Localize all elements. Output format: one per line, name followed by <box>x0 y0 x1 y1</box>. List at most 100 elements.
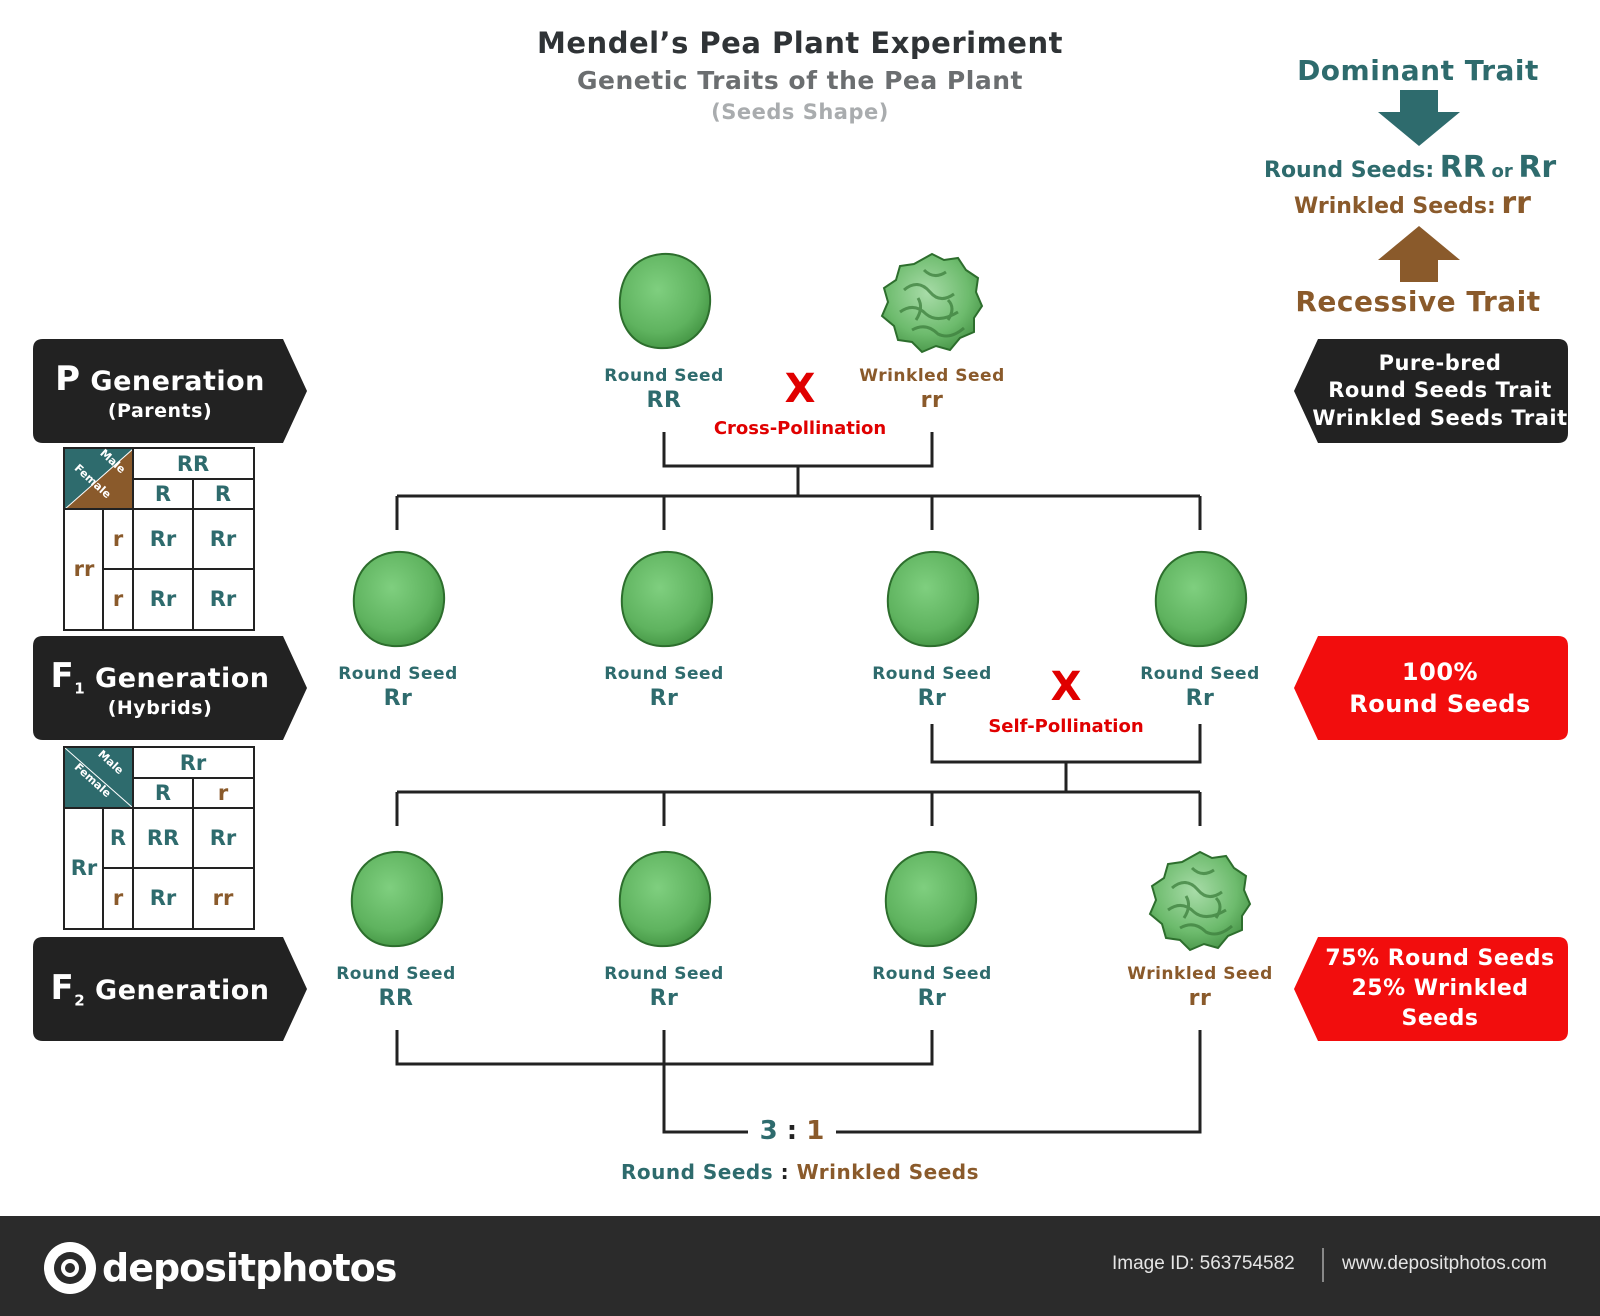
legend-or-text: or <box>1491 161 1513 182</box>
camera-logo-icon <box>44 1242 96 1294</box>
p-generation-title: Generation <box>90 366 265 398</box>
legend-wrinkled-label: Wrinkled Seeds: <box>1294 194 1496 219</box>
punnett-f1-male-genotype: Rr <box>179 751 207 775</box>
seed-name: Wrinkled Seed <box>859 366 1005 386</box>
ratio-legend-separator: : <box>780 1160 790 1184</box>
seed-genotype: Rr <box>383 686 413 711</box>
f1-result-badge: 100% Round Seeds <box>1294 636 1568 740</box>
ratio-separator: : <box>786 1116 798 1146</box>
seed-genotype: rr <box>920 388 944 413</box>
p-seed-2-label: Wrinkled Seed rr <box>852 366 1012 413</box>
f1-generation-badge: F1 Generation (Hybrids) <box>33 636 307 740</box>
p-result-line1: Pure-bred <box>1378 351 1502 376</box>
seed-name: Round Seed <box>336 964 456 984</box>
f2-seed-1-label: Round Seed RR <box>316 964 476 1011</box>
footer-bar <box>0 1216 1600 1316</box>
seed-name: Round Seed <box>604 366 724 386</box>
round-seed-icon <box>352 550 446 648</box>
f2-result-line2: 25% Wrinkled Seeds <box>1351 976 1529 1031</box>
f1-seed-1-label: Round Seed Rr <box>318 664 478 711</box>
f1-seed-4-label: Round Seed Rr <box>1120 664 1280 711</box>
seed-name: Wrinkled Seed <box>1127 964 1273 984</box>
punnett-square-p: Male Female RR R R rr r r Rr Rr Rr Rr <box>63 446 255 631</box>
round-seed-icon <box>884 850 978 948</box>
self-x-icon: X <box>1050 664 1082 710</box>
punnett-p-cell: Rr <box>149 587 177 611</box>
round-seed-icon <box>620 550 714 648</box>
cross-x-icon: X <box>784 366 816 412</box>
f1-subscript: 1 <box>74 679 86 698</box>
seed-name: Round Seed <box>604 964 724 984</box>
self-pollination-label: Self-Pollination <box>988 716 1144 737</box>
p-letter: P <box>55 359 81 400</box>
punnett-f1-cell: RR <box>146 826 180 850</box>
page-subsubtitle: (Seeds Shape) <box>711 100 889 124</box>
round-seed-icon <box>1154 550 1248 648</box>
seed-genotype: Rr <box>649 986 679 1011</box>
cross-pollination-label: Cross-Pollination <box>713 418 887 439</box>
punnett-f1-female-allele-2: r <box>112 886 124 910</box>
f1-generation-caption: (Hybrids) <box>107 697 213 720</box>
seed-name: Round Seed <box>872 964 992 984</box>
f2-letter: F <box>50 968 75 1009</box>
punnett-p-cell: Rr <box>149 527 177 551</box>
punnett-p-female-allele-1: r <box>112 527 124 551</box>
punnett-f1-female-allele-1: R <box>109 826 127 850</box>
punnett-p-male-allele-2: R <box>214 482 232 506</box>
page-title: Mendel’s Pea Plant Experiment <box>537 26 1063 60</box>
seed-name: Round Seed <box>1140 664 1260 684</box>
down-arrow-icon <box>1378 90 1460 146</box>
up-arrow-icon <box>1378 226 1460 282</box>
round-seed-icon <box>618 850 712 948</box>
f2-result-line1: 75% Round Seeds <box>1325 946 1555 972</box>
punnett-p-male-genotype: RR <box>176 452 210 476</box>
punnett-f1-cell: Rr <box>209 826 237 850</box>
round-seed-icon <box>618 252 712 350</box>
seed-genotype: RR <box>378 986 414 1011</box>
ratio-wrinkled: 1 <box>806 1116 825 1146</box>
f2-subscript: 2 <box>74 991 86 1010</box>
f1-result-line1: 100% <box>1401 657 1479 686</box>
depositphotos-logo[interactable]: depositphotos <box>42 1240 397 1296</box>
ratio-value: 3 : 1 <box>748 1116 836 1146</box>
recessive-trait-label: Recessive Trait <box>1295 285 1541 318</box>
legend-wrinkled-line: Wrinkled Seeds: rr <box>1294 186 1531 221</box>
f2-generation-title: Generation <box>95 975 270 1007</box>
seed-name: Round Seed <box>604 664 724 684</box>
f1-seed-2-label: Round Seed Rr <box>584 664 744 711</box>
seed-genotype: Rr <box>1185 686 1215 711</box>
seed-genotype: rr <box>1188 986 1212 1011</box>
punnett-p-male-allele-1: R <box>154 482 172 506</box>
ratio-legend: Round Seeds : Wrinkled Seeds <box>560 1160 1040 1184</box>
f2-generation-badge: F2 Generation <box>33 937 307 1041</box>
wrinkled-seed-icon <box>880 252 984 354</box>
pedigree-connectors <box>395 432 1202 1134</box>
round-seed-icon <box>350 850 444 948</box>
image-id: Image ID: 563754582 <box>1112 1253 1295 1274</box>
f2-seed-3-label: Round Seed Rr <box>852 964 1012 1011</box>
legend-round-label: Round Seeds: <box>1264 158 1435 183</box>
ratio-wrinkled-label: Wrinkled Seeds <box>796 1160 979 1184</box>
seed-genotype: Rr <box>917 986 947 1011</box>
p-seed-1-label: Round Seed RR <box>584 366 744 413</box>
footer-url-link[interactable]: www.depositphotos.com <box>1342 1253 1547 1274</box>
p-result-line3: Wrinkled Seeds Trait <box>1312 405 1568 430</box>
round-seed-icon <box>886 550 980 648</box>
punnett-p-female-genotype: rr <box>73 557 95 581</box>
p-result-badge: Pure-bred Round Seeds Trait Wrinkled See… <box>1294 339 1568 443</box>
f1-result-line2: Round Seeds <box>1349 690 1531 718</box>
punnett-p-cell: Rr <box>209 587 237 611</box>
punnett-p-cell: Rr <box>209 527 237 551</box>
punnett-f1-grid <box>65 748 253 928</box>
logo-text: depositphotos <box>102 1246 397 1290</box>
seed-genotype: Rr <box>917 686 947 711</box>
legend-round-genotype-rr: RR <box>1439 150 1486 185</box>
p-result-line2: Round Seeds Trait <box>1328 378 1552 403</box>
punnett-f1-cell: rr <box>212 886 234 910</box>
legend-round-genotype-rr-hetero: Rr <box>1518 150 1557 185</box>
footer-divider <box>1322 1248 1324 1282</box>
seed-genotype: Rr <box>649 686 679 711</box>
punnett-f1-cell: Rr <box>149 886 177 910</box>
p-generation-badge: P Generation (Parents) <box>33 339 307 443</box>
punnett-f1-male-allele-2: r <box>217 781 229 805</box>
